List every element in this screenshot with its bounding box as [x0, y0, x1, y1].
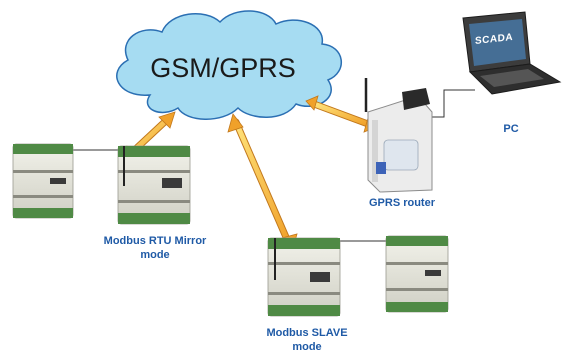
- rtu-mirror-line2: mode: [140, 249, 170, 261]
- modbus-module: [267, 237, 341, 317]
- gprs-router: [364, 78, 433, 193]
- rtu-mirror-mode-label: Modbus RTU Mirror mode: [100, 234, 210, 262]
- slave-mode-label: Modbus SLAVE mode: [262, 326, 352, 354]
- connection-line-pc: [428, 89, 475, 118]
- rtu-mirror-line1: Modbus RTU Mirror: [103, 235, 207, 247]
- modbus-module: [12, 143, 74, 219]
- modbus-module: [385, 235, 449, 313]
- laptop-pc: [462, 11, 562, 95]
- network-label: GSM/GPRS: [150, 53, 296, 83]
- slave-line2: mode: [292, 341, 322, 353]
- router-label: GPRS router: [368, 197, 435, 209]
- gsm-gprs-cloud: [116, 10, 343, 120]
- modbus-module: [117, 145, 191, 225]
- arrow-cloud-to-slave: [227, 113, 298, 253]
- pc-label: PC: [503, 123, 519, 135]
- slave-line1: Modbus SLAVE: [266, 327, 348, 339]
